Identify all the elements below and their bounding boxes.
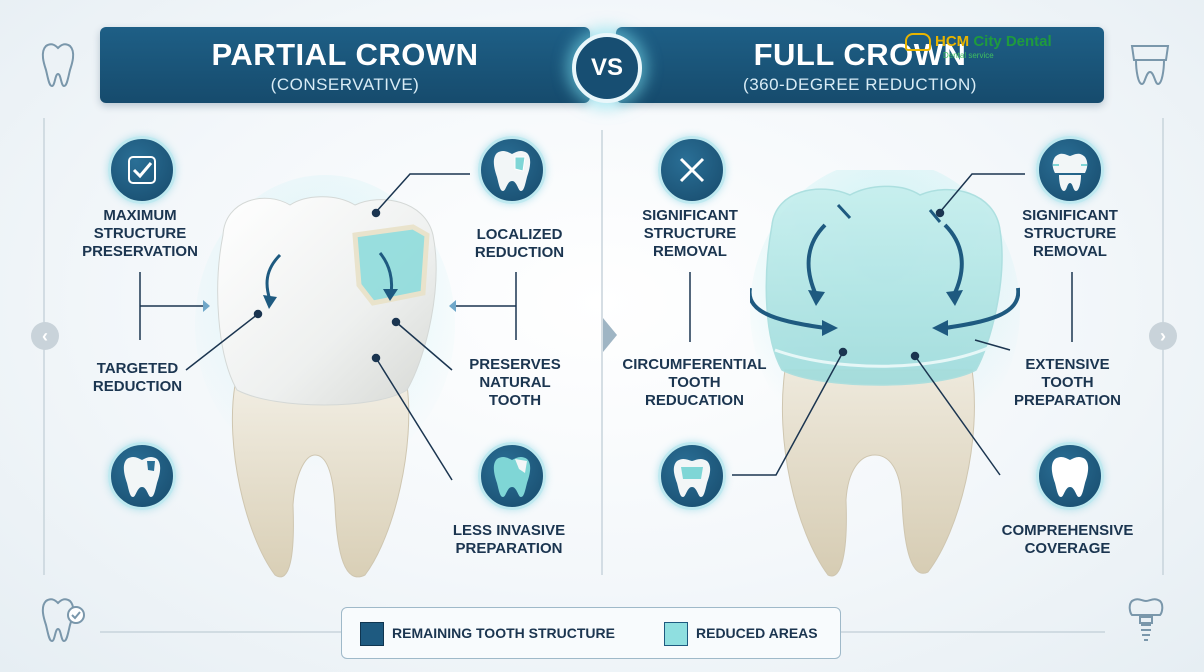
label-line: STRUCTURE (93, 225, 187, 242)
legend-label-reduced: REDUCED AREAS (696, 625, 818, 641)
tooth-outline-icon (41, 43, 75, 88)
label-line: SIGNIFICANT (642, 207, 738, 224)
label-circumferential-tooth-reducation: CIRCUMFERENTIAL TOOTH REDUCATION (612, 356, 777, 410)
label-line: SIGNIFICANT (1022, 207, 1118, 224)
white-tooth-icon (1036, 442, 1104, 510)
label-line: EXTENSIVE (1025, 356, 1110, 373)
label-line: NATURAL (479, 374, 551, 391)
label-localized-reduction: LOCALIZED REDUCTION (462, 226, 577, 262)
next-arrow-button[interactable]: › (1149, 322, 1177, 350)
legend: REMAINING TOOTH STRUCTURE REDUCED AREAS (341, 607, 841, 659)
crown-preparation-tooth-icon (1036, 136, 1104, 204)
label-significant-structure-removal-right: SIGNIFICANT STRUCTURE REMOVAL (1010, 207, 1130, 261)
right-header-subtitle: (360-DEGREE REDUCTION) (743, 75, 977, 94)
label-line: COMPREHENSIVE (1001, 522, 1134, 539)
label-line: CIRCUMFERENTIAL (622, 356, 767, 373)
label-targeted-reduction: TARGETED REDUCTION (80, 360, 195, 396)
watermark-tagline: Dental service (943, 51, 994, 60)
dental-implant-icon (1128, 598, 1164, 641)
label-line: MAXIMUM (103, 207, 177, 224)
left-header-title: PARTIAL CROWN (211, 37, 479, 72)
legend-swatch-reduced (664, 622, 688, 646)
label-line: LESS INVASIVE (452, 522, 566, 539)
watermark-tooth-icon (905, 33, 931, 52)
left-header-subtitle: (CONSERVATIVE) (270, 75, 420, 94)
chipped-tooth-icon (478, 442, 546, 510)
label-line: TOOTH (488, 392, 542, 409)
label-line: TOOTH (668, 374, 721, 391)
tooth-check-icon (41, 598, 85, 643)
close-x-icon (658, 136, 726, 204)
label-line: PRESERVES (469, 356, 561, 373)
full-crown-tooth-illustration (750, 170, 1020, 577)
label-line: PREPARATION (455, 540, 563, 557)
label-line: TOOTH (1041, 374, 1094, 391)
legend-label-remaining: REMAINING TOOTH STRUCTURE (392, 625, 615, 641)
left-header-banner: PARTIAL CROWN (CONSERVATIVE) (100, 27, 590, 103)
localized-reduction-tooth-icon (478, 136, 546, 204)
legend-swatch-remaining (360, 622, 384, 646)
label-maximum-structure-preservation: MAXIMUM STRUCTURE PRESERVATION (70, 207, 210, 261)
tooth-decay-icon (108, 442, 176, 510)
label-line: TARGETED (96, 360, 179, 377)
label-line: REDUCATION (645, 392, 744, 409)
label-line: REMOVAL (653, 243, 727, 260)
label-line: REDUCTION (474, 244, 565, 261)
label-significant-structure-removal-left: SIGNIFICANT STRUCTURE REMOVAL (630, 207, 750, 261)
checkmark-icon (108, 136, 176, 204)
label-line: PREPARATION (1014, 392, 1121, 409)
crowned-tooth-icon (1130, 45, 1170, 86)
prepared-tooth-icon (658, 442, 726, 510)
watermark-brand-a: HCM (935, 33, 974, 50)
label-line: COVERAGE (1024, 540, 1111, 557)
label-less-invasive-preparation: LESS INVASIVE PREPARATION (445, 522, 573, 558)
label-line: REMOVAL (1033, 243, 1107, 260)
label-line: STRUCTURE (1023, 225, 1117, 242)
label-line: LOCALIZED (476, 226, 563, 243)
right-header-banner: FULL CROWN (360-DEGREE REDUCTION) (616, 27, 1104, 103)
label-line: STRUCTURE (643, 225, 737, 242)
previous-arrow-button[interactable]: ‹ (31, 322, 59, 350)
label-line: PRESERVATION (82, 243, 198, 260)
label-line: REDUCTION (92, 378, 183, 395)
partial-crown-tooth-illustration (195, 175, 455, 578)
label-comprehensive-coverage: COMPREHENSIVE COVERAGE (995, 522, 1140, 558)
watermark-brand-b: City Dental (973, 33, 1052, 50)
label-preserves-natural-tooth: PRESERVES NATURAL TOOTH (455, 356, 575, 410)
vs-badge: VS (572, 33, 642, 103)
label-extensive-tooth-preparation: EXTENSIVE TOOTH PREPARATION (1005, 356, 1130, 410)
watermark-logo: HCM City Dental Dental service (905, 33, 1052, 60)
